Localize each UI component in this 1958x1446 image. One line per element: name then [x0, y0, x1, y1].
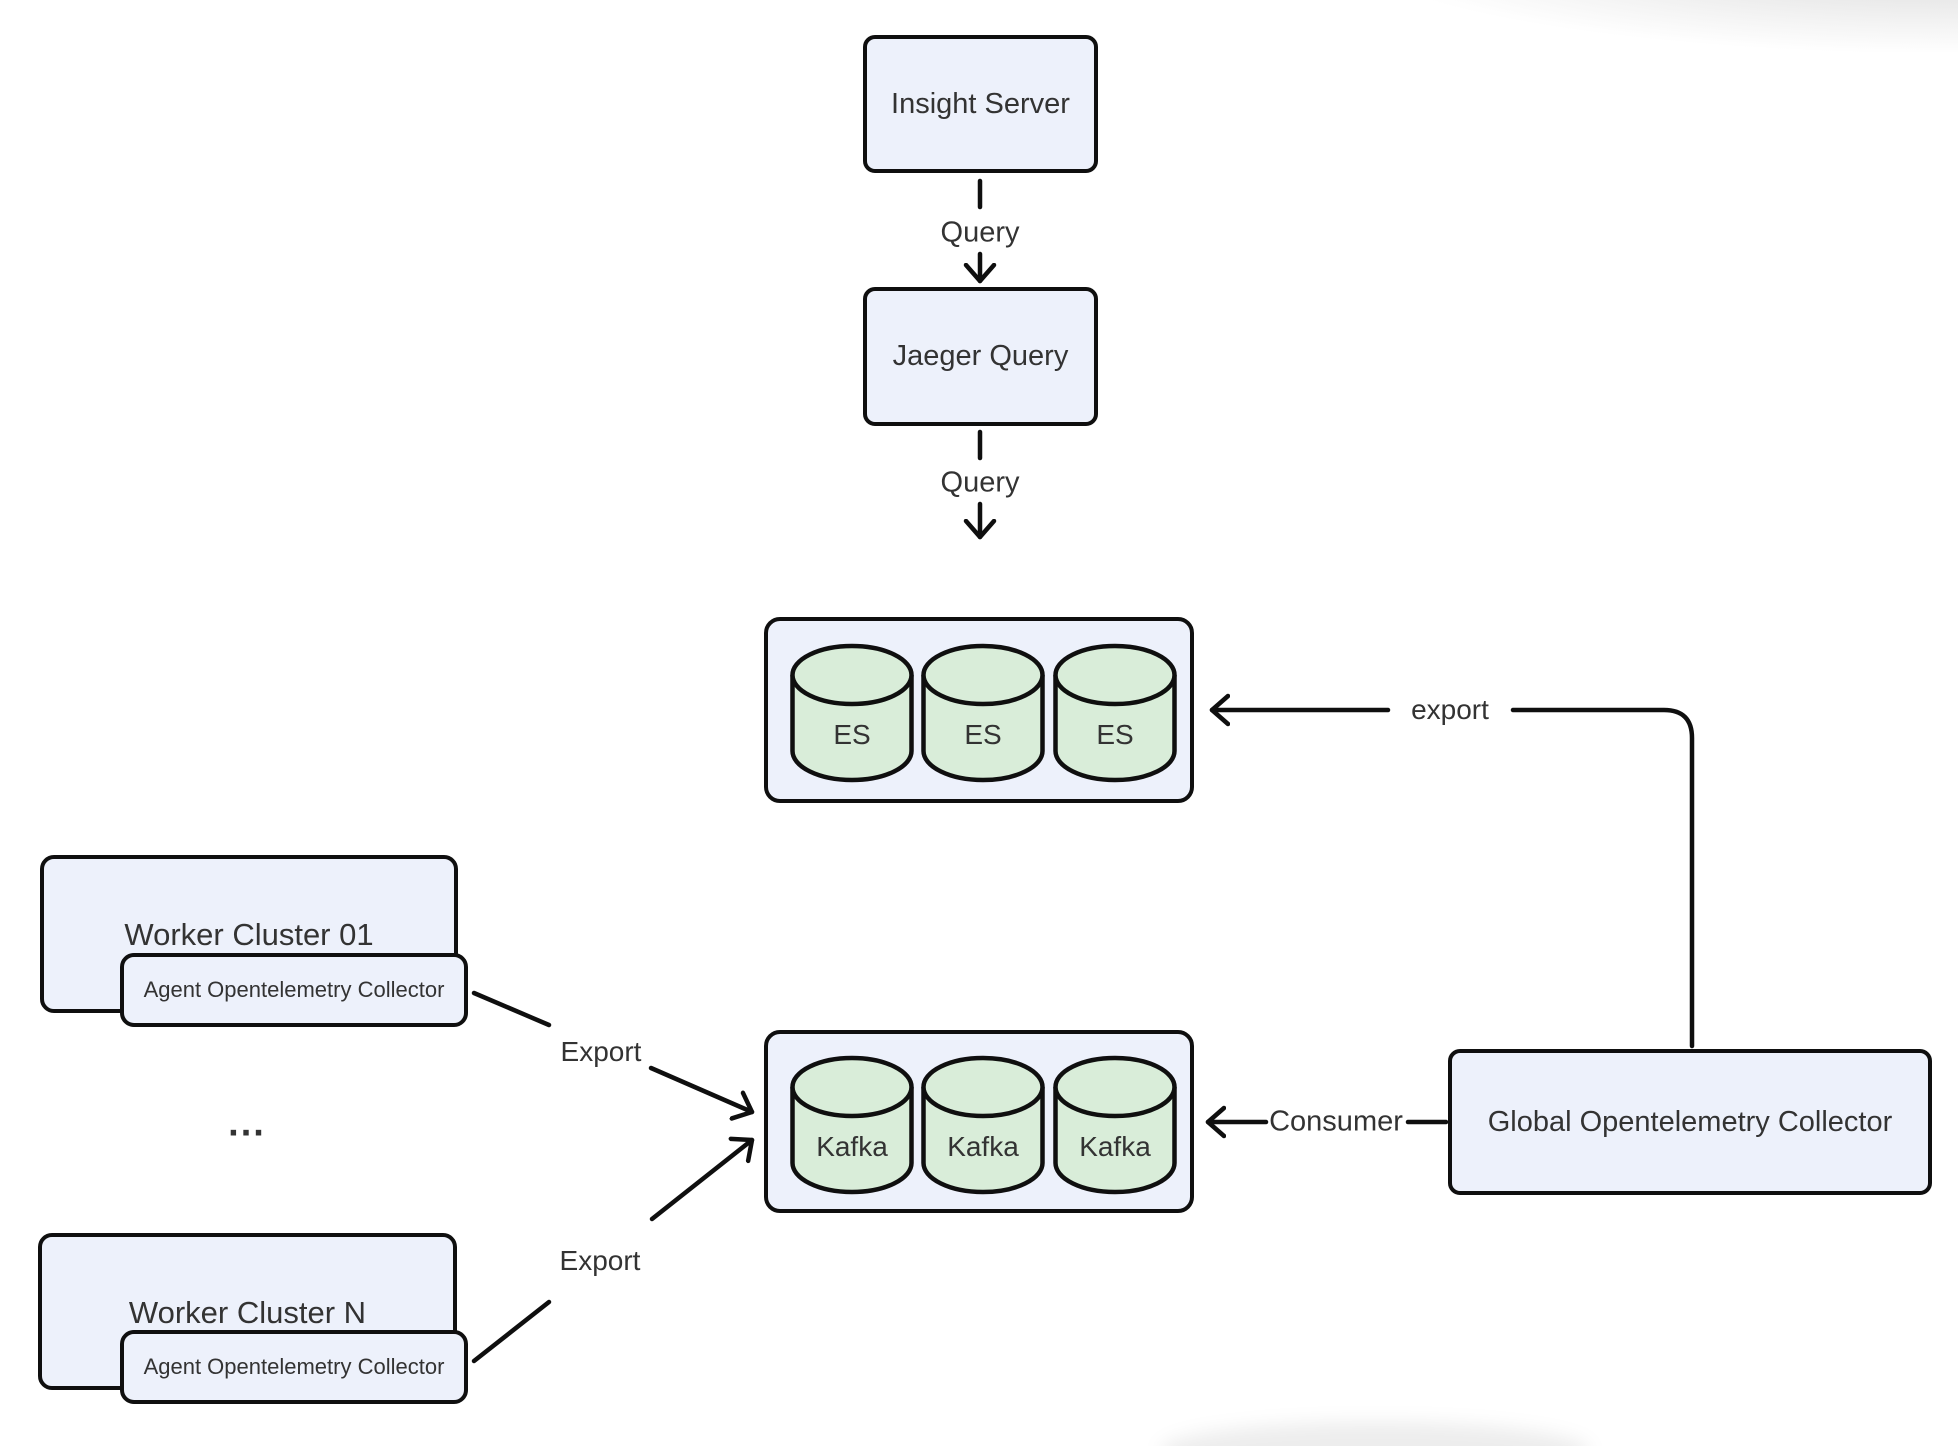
node-jaeger-query: Jaeger Query [863, 287, 1098, 426]
cluster-kafka: Kafka Kafka Kafka [764, 1030, 1194, 1213]
database-cylinder-icon [1053, 1055, 1177, 1195]
node-agent-collector-n: Agent Opentelemetry Collector [120, 1330, 468, 1404]
global-collector-label: Global Opentelemetry Collector [1487, 1105, 1893, 1138]
es-label: ES [964, 719, 1002, 751]
agent-collector-label: Agent Opentelemetry Collector [143, 1354, 445, 1379]
edge-export-es-bend [1510, 707, 1695, 1049]
node-insight-server: Insight Server [863, 35, 1098, 173]
edge-export1-arrow [648, 1065, 755, 1112]
kafka-label: Kafka [1079, 1131, 1151, 1163]
kafka-node-3: Kafka [1053, 1055, 1177, 1195]
es-node-1: ES [790, 643, 914, 783]
worker-cluster-n-label: Worker Cluster N [128, 1295, 367, 1330]
agent-collector-label: Agent Opentelemetry Collector [143, 977, 445, 1002]
edge-label-consumer: Consumer [1269, 1105, 1403, 1138]
edge-export2-arrow [649, 1140, 755, 1222]
database-cylinder-icon [921, 643, 1045, 783]
es-node-3: ES [1053, 643, 1177, 783]
worker-cluster-01-label: Worker Cluster 01 [124, 917, 374, 952]
insight-server-label: Insight Server [891, 87, 1070, 120]
kafka-label: Kafka [947, 1131, 1019, 1163]
database-cylinder-icon [921, 1055, 1045, 1195]
node-agent-collector-01: Agent Opentelemetry Collector [120, 953, 468, 1027]
database-cylinder-icon [790, 643, 914, 783]
edge-export2-segment [471, 1299, 552, 1364]
es-label: ES [833, 719, 871, 751]
ellipsis-more-clusters: ... [228, 1102, 266, 1145]
kafka-node-1: Kafka [790, 1055, 914, 1195]
es-label: ES [1096, 719, 1134, 751]
database-cylinder-icon [790, 1055, 914, 1195]
cluster-es: ES ES ES [764, 617, 1194, 803]
node-global-collector: Global Opentelemetry Collector [1448, 1049, 1932, 1195]
edge-label-export-worker-n: Export [559, 1245, 641, 1276]
edge-label-query-bottom: Query [940, 466, 1020, 499]
edge-label-export-es: export [1411, 694, 1489, 725]
jaeger-query-label: Jaeger Query [892, 340, 1069, 372]
edge-export1-segment [471, 990, 552, 1028]
kafka-node-2: Kafka [921, 1055, 1045, 1195]
database-cylinder-icon [1053, 643, 1177, 783]
es-node-2: ES [921, 643, 1045, 783]
edge-label-query-top: Query [940, 216, 1020, 249]
edge-label-export-worker-01: Export [560, 1036, 642, 1067]
kafka-label: Kafka [816, 1131, 888, 1163]
